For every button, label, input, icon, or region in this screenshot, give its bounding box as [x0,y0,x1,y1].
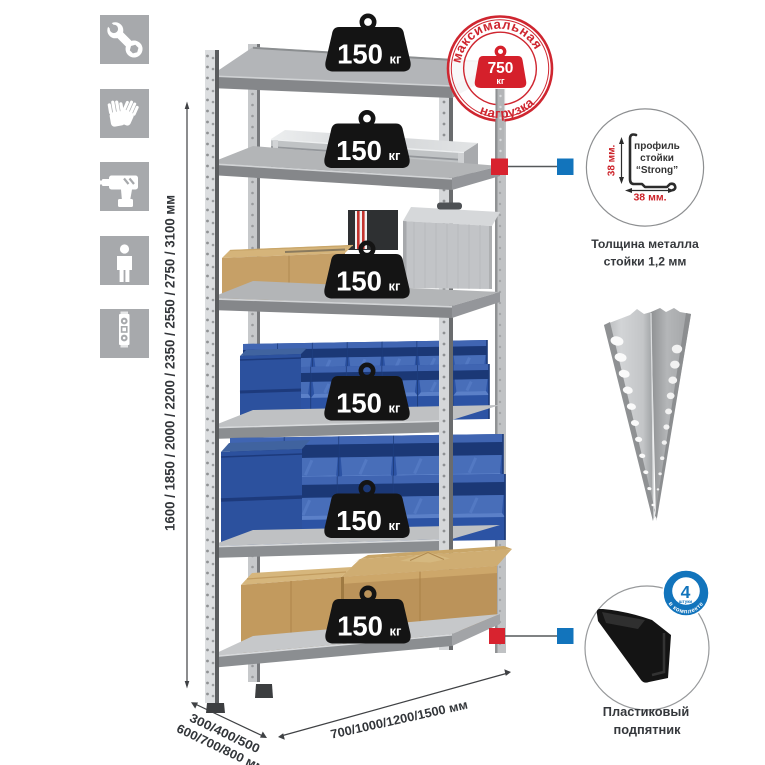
svg-text:“Strong”: “Strong” [636,165,678,176]
svg-text:подпятник: подпятник [614,722,682,737]
svg-text:кг: кг [389,148,402,163]
svg-text:профиль: профиль [634,140,680,152]
svg-text:1600 / 1850 / 2000 / 2200 / 23: 1600 / 1850 / 2000 / 2200 / 2350 / 2550 … [163,195,178,531]
svg-text:750: 750 [488,60,514,77]
svg-text:штуки: штуки [679,599,693,604]
svg-text:Пластиковый: Пластиковый [603,704,689,719]
svg-text:стойки 1,2 мм: стойки 1,2 мм [604,255,687,269]
svg-text:700/1000/1200/1500 мм: 700/1000/1200/1500 мм [329,698,469,742]
svg-text:150: 150 [337,39,383,70]
svg-text:38 мм.: 38 мм. [633,192,666,204]
svg-text:150: 150 [336,135,382,166]
svg-text:38 мм.: 38 мм. [607,145,618,177]
svg-text:Толщина металла: Толщина металла [591,237,699,251]
svg-text:150: 150 [336,388,382,419]
svg-text:кг: кг [496,76,505,86]
svg-text:кг: кг [389,279,402,294]
svg-text:150: 150 [336,266,382,297]
svg-text:150: 150 [337,611,383,642]
svg-text:4: 4 [681,582,691,602]
svg-text:стойки: стойки [640,153,674,164]
svg-text:150: 150 [336,505,382,536]
svg-text:кг: кг [389,401,402,416]
svg-text:кг: кг [389,518,402,533]
svg-text:кг: кг [390,624,403,639]
svg-text:кг: кг [390,52,403,67]
